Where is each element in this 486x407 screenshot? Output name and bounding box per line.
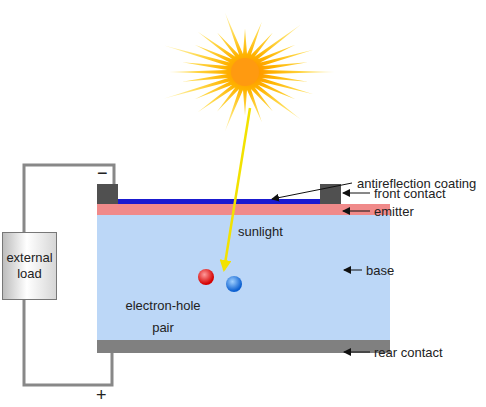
terminal-sign: − [97,164,108,182]
antireflection-coating [118,199,320,204]
leader-line [272,183,352,199]
layer-label: rear contact [374,345,443,360]
layer-label: emitter [374,204,414,219]
terminal-sign: + [96,386,107,404]
pair-label: electron-hole pair [115,295,211,339]
leader-line [344,352,370,353]
sun-core [231,58,259,86]
leader-line [343,193,370,194]
leader-line [343,211,370,212]
front-contact [97,184,118,204]
hole [226,276,242,292]
ray-label: sunlight [238,224,283,239]
base-layer [97,215,390,340]
sunlight-ray [224,108,250,270]
rear-contact [97,340,390,353]
leader-line [344,270,362,271]
load-label: external load [6,250,54,282]
load-box: external load [2,232,57,300]
layer-label: base [366,263,394,278]
emitter-layer [97,204,390,215]
electron [198,269,214,285]
layer-label: front contact [374,186,446,201]
